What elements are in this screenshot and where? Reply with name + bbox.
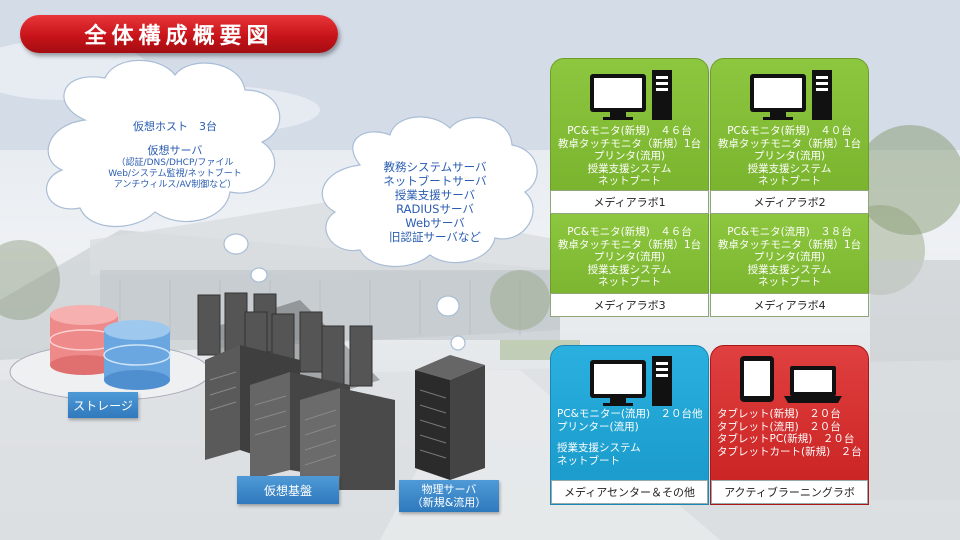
active-learning-text: タブレット(新規) ２０台 タブレット(流用) ２０台 タブレットPC(新規) …	[717, 408, 868, 458]
media-lab-1-text: PC&モニタ(新規) ４６台 教卓タッチモニタ（新規）1台 プリンタ(流用) 授…	[551, 125, 708, 188]
media-center-text: PC&モニター(流用) ２０台他 プリンター(流用) 授業支援システム ネットブ…	[557, 408, 708, 467]
lab2-line: 授業支援システム	[747, 162, 832, 175]
storage-cylinder-blue-icon	[103, 320, 171, 390]
physical-server-label-line2: （新規&流用）	[411, 496, 487, 509]
media-lab-3-name: メディアラボ3	[593, 299, 666, 312]
center-line: 授業支援システム	[557, 442, 641, 454]
media-lab-2-text: PC&モニタ(新規) ４０台 教卓タッチモニタ（新規）1台 プリンタ(流用) 授…	[711, 125, 868, 188]
active-learning-footer: アクティブラーニングラボ	[711, 480, 868, 504]
lab3-line: 授業支援システム	[587, 263, 672, 276]
server-item-4: RADIUSサーバ	[396, 202, 474, 216]
active-line: タブレットカート(新規) ２台	[717, 445, 862, 458]
virtual-server-heading: 仮想サーバ	[147, 143, 203, 157]
lab2-line: プリンタ(流用)	[753, 150, 826, 162]
lab1-line: プリンタ(流用)	[593, 150, 666, 162]
cloud-servers-text: 教務システムサーバ ネットブートサーバ 授業支援サーバ RADIUSサーバ We…	[350, 160, 520, 244]
physical-server-label: 物理サーバ （新規&流用）	[399, 480, 499, 512]
physical-server-label-line1: 物理サーバ	[421, 483, 477, 496]
media-lab-1-name: メディアラボ1	[593, 196, 666, 209]
lab1-line: PC&モニタ(新規) ４６台	[567, 125, 692, 137]
media-lab-1-card: PC&モニタ(新規) ４６台 教卓タッチモニタ（新規）1台 プリンタ(流用) 授…	[550, 58, 709, 212]
server-item-5: Webサーバ	[405, 216, 465, 230]
media-center-footer: メディアセンター＆その他	[551, 480, 708, 504]
virtual-server-detail-3: アンチウィルス/AV制御など）	[113, 179, 237, 190]
media-lab-4-text: PC&モニタ(流用) ３８台 教卓タッチモニタ（新規）1台 プリンタ(流用) 授…	[711, 226, 868, 289]
lab3-line: ネットブート	[598, 276, 661, 288]
active-line: タブレット(流用) ２０台	[717, 420, 841, 433]
active-learning-name: アクティブラーニングラボ	[724, 486, 855, 499]
lab1-line: 授業支援システム	[587, 162, 672, 175]
media-lab-2-card: PC&モニタ(新規) ４０台 教卓タッチモニタ（新規）1台 プリンタ(流用) 授…	[710, 58, 869, 212]
lab2-line: ネットブート	[758, 175, 821, 187]
media-center-name: メディアセンター＆その他	[563, 486, 695, 499]
page-title: 全体構成概要図	[20, 15, 338, 53]
virtual-server-detail-1: （認証/DNS/DHCP/ファイル	[116, 157, 234, 168]
virtual-infrastructure-label: 仮想基盤	[237, 476, 339, 504]
server-item-6: 旧認証サーバなど	[389, 230, 481, 244]
virtual-server-racks-icon	[197, 292, 395, 500]
server-item-2: ネットブートサーバ	[383, 174, 487, 188]
lab4-line: 教卓タッチモニタ（新規）1台	[717, 238, 862, 251]
server-item-1: 教務システムサーバ	[383, 160, 487, 174]
virtual-host-count: 仮想ホスト 3台	[133, 120, 217, 133]
lab2-line: PC&モニタ(新規) ４０台	[727, 125, 852, 137]
physical-server-icon	[415, 355, 485, 480]
media-lab-1-footer: メディアラボ1	[550, 190, 709, 214]
media-lab-2-name: メディアラボ2	[753, 196, 826, 209]
media-center-card: PC&モニター(流用) ２０台他 プリンター(流用) 授業支援システム ネットブ…	[550, 345, 709, 505]
lab1-line: 教卓タッチモニタ（新規）1台	[557, 137, 702, 150]
lab4-line: プリンタ(流用)	[753, 251, 826, 263]
lab2-line: 教卓タッチモニタ（新規）1台	[717, 137, 862, 150]
media-lab-2-footer: メディアラボ2	[710, 190, 869, 214]
cloud-host-text: 仮想ホスト 3台 仮想サーバ （認証/DNS/DHCP/ファイル Web/システ…	[70, 120, 280, 191]
media-lab-3-footer: メディアラボ3	[550, 293, 709, 317]
storage-label: ストレージ	[68, 392, 138, 418]
lab3-line: プリンタ(流用)	[593, 251, 666, 263]
media-lab-4-footer: メディアラボ4	[710, 293, 869, 317]
server-item-3: 授業支援サーバ	[394, 188, 476, 202]
media-lab-4-name: メディアラボ4	[753, 299, 826, 312]
lab4-line: ネットブート	[758, 276, 821, 288]
lab4-line: PC&モニタ(流用) ３８台	[727, 226, 852, 238]
virtual-server-detail-2: Web/システム監視/ネットブート	[108, 168, 242, 179]
active-line: タブレットPC(新規) ２０台	[717, 433, 855, 445]
center-line: プリンター(流用)	[557, 420, 639, 433]
lab4-line: 授業支援システム	[747, 263, 832, 276]
active-learning-card: タブレット(新規) ２０台 タブレット(流用) ２０台 タブレットPC(新規) …	[710, 345, 869, 505]
lab3-line: PC&モニタ(新規) ４６台	[567, 226, 692, 238]
active-line: タブレット(新規) ２０台	[717, 408, 841, 420]
center-line: ネットブート	[557, 454, 620, 467]
lab1-line: ネットブート	[598, 175, 661, 187]
media-lab-3-text: PC&モニタ(新規) ４６台 教卓タッチモニタ（新規）1台 プリンタ(流用) 授…	[551, 226, 708, 289]
lab3-line: 教卓タッチモニタ（新規）1台	[557, 238, 702, 251]
center-line: PC&モニター(流用) ２０台他	[557, 408, 703, 420]
